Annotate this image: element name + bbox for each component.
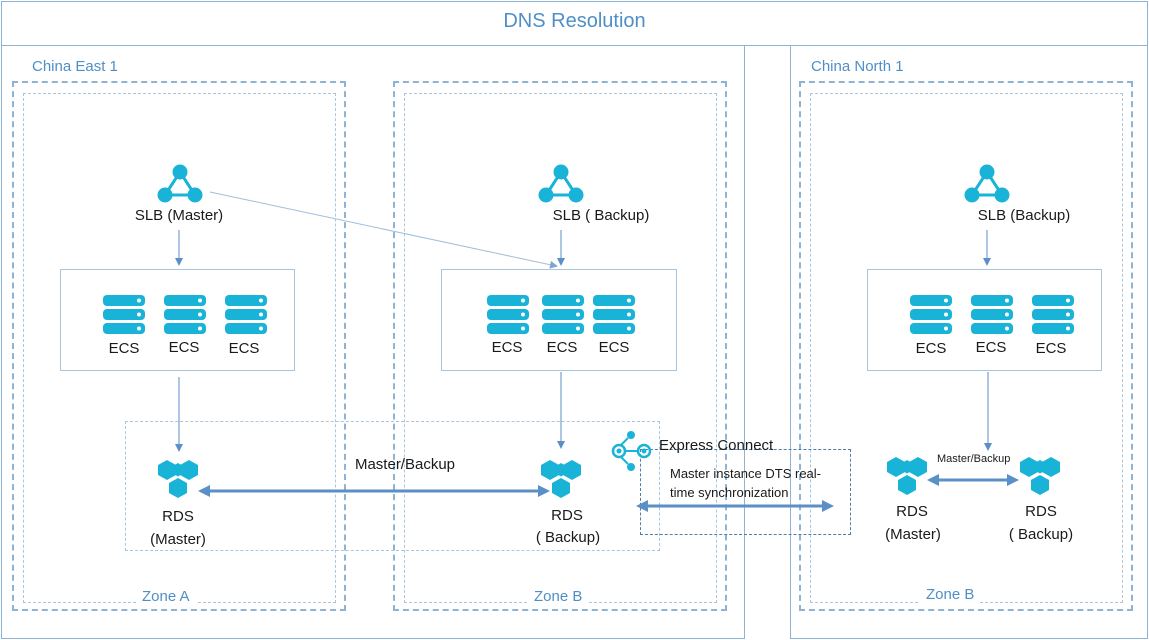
server-icon bbox=[487, 295, 529, 334]
zone-b-north-outer bbox=[799, 81, 1133, 611]
slb-label-zone-b-east: SLB ( Backup) bbox=[552, 207, 650, 224]
ecs-label: ECS bbox=[915, 340, 947, 357]
ecs-group-zone-a bbox=[60, 269, 295, 371]
server-icon bbox=[1032, 295, 1074, 334]
rds-icon bbox=[1020, 457, 1060, 495]
ecs-group-zone-b-east bbox=[441, 269, 677, 371]
slb-label-zone-a: SLB (Master) bbox=[134, 207, 224, 224]
rds-label-north-master-line2: (Master) bbox=[885, 526, 941, 543]
express-connect-label: Express Connect bbox=[659, 437, 774, 454]
ecs-label: ECS bbox=[1035, 340, 1067, 357]
rds-group-east bbox=[125, 421, 660, 551]
dts-sync-label-line1: Master instance DTS real- bbox=[670, 466, 821, 481]
slb-icon bbox=[964, 164, 1010, 203]
server-icon bbox=[542, 295, 584, 334]
diagram-title: DNS Resolution bbox=[503, 10, 646, 32]
server-icon bbox=[164, 295, 206, 334]
ecs-label: ECS bbox=[168, 339, 200, 356]
region-label-north: China North 1 bbox=[811, 58, 904, 75]
rds-label-zone-b-east-line1: RDS bbox=[551, 507, 583, 524]
ecs-group-zone-b-north bbox=[867, 269, 1102, 371]
rds-label-zone-a-line1: RDS bbox=[162, 508, 194, 525]
slb-icon bbox=[538, 164, 584, 203]
express-connect-icon bbox=[611, 431, 652, 471]
region-china-east bbox=[1, 45, 745, 639]
region-label-east: China East 1 bbox=[32, 58, 118, 75]
server-icon bbox=[593, 295, 635, 334]
region-china-north bbox=[790, 45, 1148, 639]
rds-label-zone-b-east-line2: ( Backup) bbox=[535, 529, 601, 546]
rds-label-north-master-line1: RDS bbox=[896, 503, 928, 520]
ecs-label: ECS bbox=[491, 339, 523, 356]
zone-label-b-north: Zone B bbox=[920, 586, 981, 603]
server-icon bbox=[225, 295, 267, 334]
rds-label-zone-a-line2: (Master) bbox=[150, 531, 206, 548]
rds-icon bbox=[541, 460, 581, 498]
server-icon bbox=[103, 295, 145, 334]
ecs-label: ECS bbox=[546, 339, 578, 356]
zone-a-outer bbox=[12, 81, 346, 611]
rds-icon bbox=[158, 460, 198, 498]
ecs-label: ECS bbox=[108, 340, 140, 357]
slb-icon bbox=[157, 164, 203, 203]
ecs-label: ECS bbox=[228, 340, 260, 357]
zone-label-a: Zone A bbox=[136, 588, 196, 605]
server-icon bbox=[910, 295, 952, 334]
slb-label-zone-b-north: SLB (Backup) bbox=[977, 207, 1071, 224]
rds-label-north-backup-line2: ( Backup) bbox=[1008, 526, 1074, 543]
rds-icon bbox=[887, 457, 927, 495]
link-label-east-master-backup: Master/Backup bbox=[354, 456, 456, 473]
ecs-label: ECS bbox=[975, 339, 1007, 356]
rds-label-north-backup-line1: RDS bbox=[1025, 503, 1057, 520]
zone-label-b-east: Zone B bbox=[528, 588, 589, 605]
dts-sync-label-line2: time synchronization bbox=[670, 485, 789, 500]
ecs-label: ECS bbox=[598, 339, 630, 356]
express-connect-box bbox=[640, 449, 851, 535]
server-icon bbox=[971, 295, 1013, 334]
zone-b-east-outer bbox=[393, 81, 727, 611]
link-label-north-master-backup: Master/Backup bbox=[937, 453, 1011, 465]
